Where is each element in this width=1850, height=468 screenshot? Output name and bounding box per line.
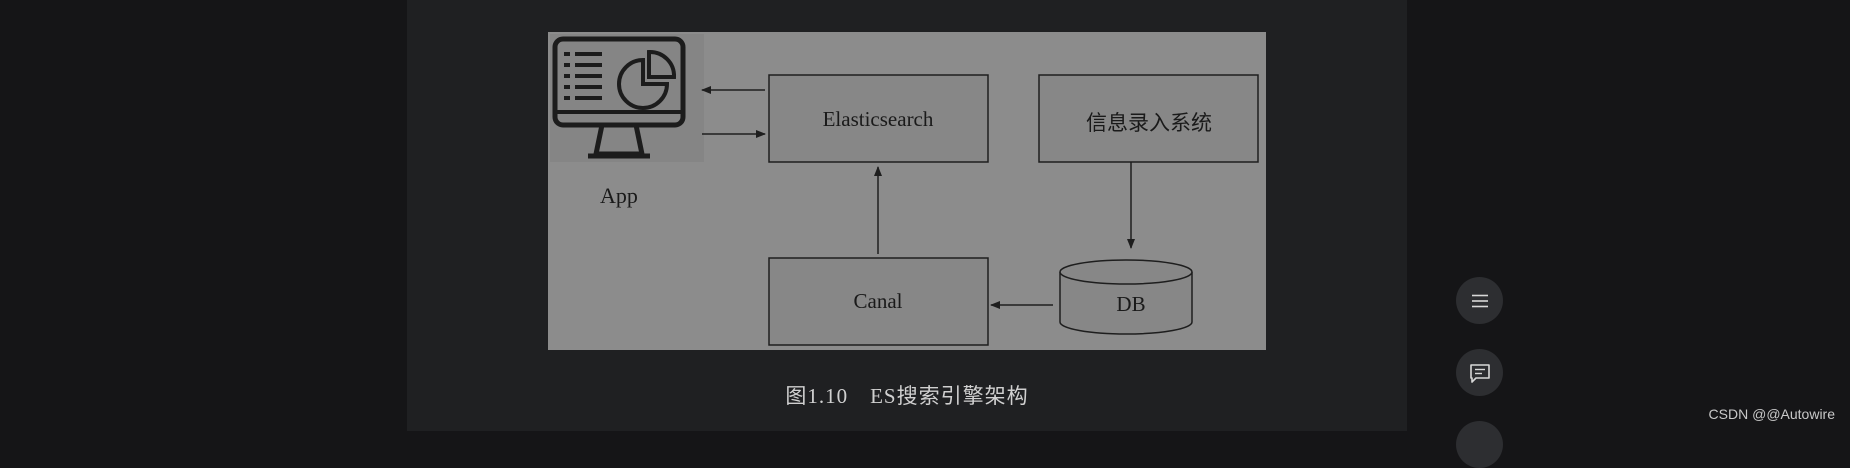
comment-icon [1469,363,1490,383]
db-cylinder [1059,259,1193,335]
entry-system-box [1038,74,1259,163]
canal-box [768,257,989,346]
figure-title: ES搜索引擎架构 [870,384,1029,408]
list-icon [1471,294,1488,307]
elasticsearch-box [768,74,989,163]
app-label: App [600,183,638,208]
toc-button[interactable] [1456,277,1503,324]
app-monitor-icon [550,34,704,162]
csdn-watermark: CSDN @@Autowire [1708,406,1835,422]
architecture-diagram: App Elasticsearch 信息录入系统 Canal DB [548,32,1266,350]
entry-system-label: 信息录入系统 [1086,111,1212,135]
more-action-button[interactable] [1456,421,1503,468]
figure-number: 图1.10 [785,384,849,408]
figure-caption: 图1.10 ES搜索引擎架构 [548,380,1266,410]
canal-label: Canal [854,289,903,313]
db-label: DB [1116,292,1145,316]
elasticsearch-label: Elasticsearch [823,107,934,131]
comment-button[interactable] [1456,349,1503,396]
diagram-canvas: App Elasticsearch 信息录入系统 Canal DB [550,34,1259,346]
